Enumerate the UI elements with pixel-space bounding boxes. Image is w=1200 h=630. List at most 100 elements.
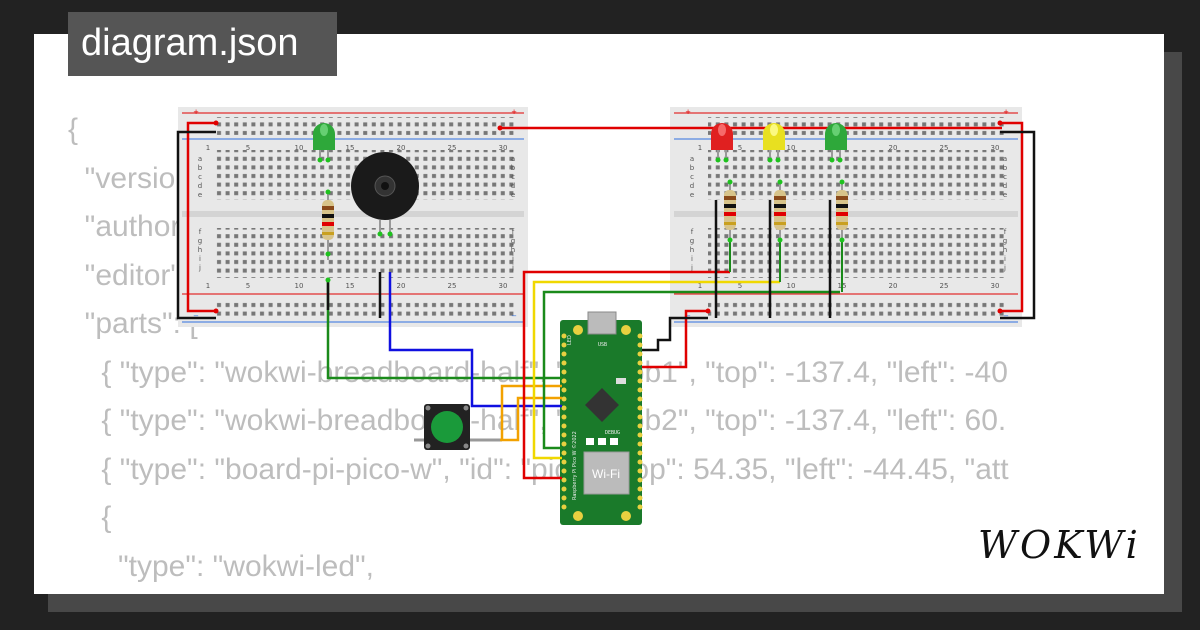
pico-pin[interactable] xyxy=(637,369,643,375)
row-label: a xyxy=(690,155,694,163)
row-label: e xyxy=(511,191,515,199)
pico-pin[interactable] xyxy=(637,432,643,438)
led-red[interactable] xyxy=(711,123,733,163)
column-label: 15 xyxy=(346,282,355,290)
pico-pin[interactable] xyxy=(637,495,643,501)
pico-model-text: Raspberry Pi Pico W ©2022 xyxy=(571,431,578,500)
row-label: i xyxy=(691,255,693,263)
row-label: c xyxy=(511,173,515,181)
column-label: 30 xyxy=(991,282,1000,290)
pico-pin[interactable] xyxy=(637,342,643,348)
column-label: 1 xyxy=(206,282,210,290)
pico-pin[interactable] xyxy=(561,351,567,357)
pico-pin[interactable] xyxy=(561,405,567,411)
resistor-3[interactable] xyxy=(774,180,786,240)
row-label: a xyxy=(511,155,515,163)
pico-pin[interactable] xyxy=(561,378,567,384)
pico-pin[interactable] xyxy=(561,486,567,492)
pico-pin[interactable] xyxy=(561,360,567,366)
column-label: 5 xyxy=(738,282,742,290)
pico-pin[interactable] xyxy=(637,504,643,510)
code-line: { "type": "board-pi-pico-w", "id": "pico… xyxy=(68,452,1009,486)
pico-pin[interactable] xyxy=(561,423,567,429)
resistor-5-right xyxy=(729,240,843,292)
rail-plus-label: + xyxy=(193,108,199,116)
pico-pin[interactable] xyxy=(561,333,567,339)
pico-pin[interactable] xyxy=(561,342,567,348)
pico-pin[interactable] xyxy=(561,477,567,483)
code-line: { xyxy=(68,113,79,146)
pico-pin[interactable] xyxy=(637,396,643,402)
file-tab[interactable]: diagram.json xyxy=(68,12,337,76)
pushbutton[interactable] xyxy=(414,404,502,450)
pico-pin[interactable] xyxy=(561,459,567,465)
pico-pin[interactable] xyxy=(637,486,643,492)
pico-pin[interactable] xyxy=(561,504,567,510)
pico-pin[interactable] xyxy=(637,441,643,447)
pico-pin[interactable] xyxy=(561,495,567,501)
row-label: h xyxy=(690,246,694,254)
column-label: 5 xyxy=(246,144,250,152)
resistor-2[interactable] xyxy=(724,180,736,240)
pico-pin[interactable] xyxy=(561,450,567,456)
column-label: 20 xyxy=(889,282,898,290)
pico-w-board[interactable]: USB Wi-Fi DEBUG Raspberry Pi Pico W ©202… xyxy=(560,311,643,525)
row-label: a xyxy=(198,155,202,163)
column-label: 10 xyxy=(787,144,796,152)
button-cap[interactable] xyxy=(431,411,463,443)
pico-pin[interactable] xyxy=(561,441,567,447)
row-label: j xyxy=(198,264,201,272)
row-label: j xyxy=(1003,264,1006,272)
row-label: i xyxy=(512,255,514,263)
pico-pin[interactable] xyxy=(637,387,643,393)
pico-pin[interactable] xyxy=(637,468,643,474)
pico-pin[interactable] xyxy=(561,387,567,393)
pico-pin[interactable] xyxy=(637,351,643,357)
column-label: 20 xyxy=(889,144,898,152)
pico-pin[interactable] xyxy=(637,405,643,411)
pico-pin[interactable] xyxy=(637,450,643,456)
pico-pin[interactable] xyxy=(637,459,643,465)
resistor-1[interactable] xyxy=(322,190,334,260)
column-label: 1 xyxy=(698,144,702,152)
pico-pin[interactable] xyxy=(561,369,567,375)
pico-pin[interactable] xyxy=(637,360,643,366)
row-label: g xyxy=(690,237,694,245)
column-label: 10 xyxy=(295,282,304,290)
pico-pin[interactable] xyxy=(637,414,643,420)
resistor-4[interactable] xyxy=(836,180,848,240)
pico-pin[interactable] xyxy=(561,414,567,420)
breadboard-left[interactable] xyxy=(178,107,528,327)
column-label: 25 xyxy=(448,144,457,152)
buzzer[interactable] xyxy=(351,152,419,234)
column-label: 1 xyxy=(206,144,210,152)
red-dots xyxy=(213,120,1003,314)
pico-pin[interactable] xyxy=(561,468,567,474)
led-green-right[interactable] xyxy=(825,123,847,163)
led-yellow[interactable] xyxy=(763,123,785,163)
column-label: 5 xyxy=(246,282,250,290)
column-label: 20 xyxy=(397,144,406,152)
row-label: b xyxy=(690,164,695,172)
row-label: d xyxy=(511,182,515,190)
pico-pin[interactable] xyxy=(637,477,643,483)
pico-pin[interactable] xyxy=(637,378,643,384)
pico-led-label: LED xyxy=(567,335,573,345)
pico-pin[interactable] xyxy=(561,396,567,402)
row-label: g xyxy=(198,237,202,245)
row-label: h xyxy=(511,246,515,254)
column-label: 25 xyxy=(940,282,949,290)
row-label: f xyxy=(512,228,515,236)
row-label: i xyxy=(199,255,201,263)
pico-pin-pads xyxy=(561,333,643,510)
row-label: e xyxy=(690,191,694,199)
pico-pin[interactable] xyxy=(561,432,567,438)
column-label: 15 xyxy=(346,144,355,152)
pico-pin[interactable] xyxy=(637,333,643,339)
pico-pin[interactable] xyxy=(637,423,643,429)
led-green-left[interactable] xyxy=(313,123,335,163)
column-label: 25 xyxy=(448,282,457,290)
column-label: 30 xyxy=(991,144,1000,152)
connection-dots xyxy=(325,179,845,283)
